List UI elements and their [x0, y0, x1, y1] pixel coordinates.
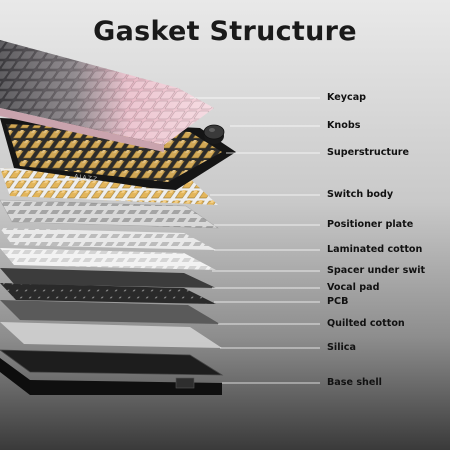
- label-switch-body: Switch body: [327, 189, 394, 200]
- keycap-layer: [0, 40, 214, 152]
- label-pcb: PCB: [327, 296, 349, 307]
- spacer-layer: [0, 248, 216, 270]
- vocal-pad-layer: [0, 268, 216, 288]
- base-shell-layer: [0, 349, 224, 395]
- label-positioner-plate: Positioner plate: [327, 219, 414, 230]
- leader-lines: [190, 97, 320, 384]
- quilted-cotton-layer: [0, 300, 220, 324]
- silica-layer: [0, 322, 222, 348]
- label-laminated-cotton: Laminated cotton: [327, 244, 423, 255]
- label-silica: Silica: [327, 342, 356, 353]
- label-quilted-cotton: Quilted cotton: [327, 318, 405, 329]
- label-knobs: Knobs: [327, 120, 361, 131]
- laminated-cotton-layer: [0, 228, 216, 250]
- brand-mark: AJAZZ: [74, 173, 99, 183]
- label-superstructure: Superstructure: [327, 147, 410, 158]
- knob: [203, 124, 225, 144]
- label-base-shell: Base shell: [327, 377, 382, 388]
- pcb-layer: [0, 283, 216, 304]
- label-keycap: Keycap: [327, 92, 367, 103]
- label-vocal-pad: Vocal pad: [327, 282, 380, 293]
- positioner-plate-layer: [0, 199, 220, 229]
- label-spacer: Spacer under swit: [327, 265, 426, 276]
- page-title: Gasket Structure: [93, 16, 357, 47]
